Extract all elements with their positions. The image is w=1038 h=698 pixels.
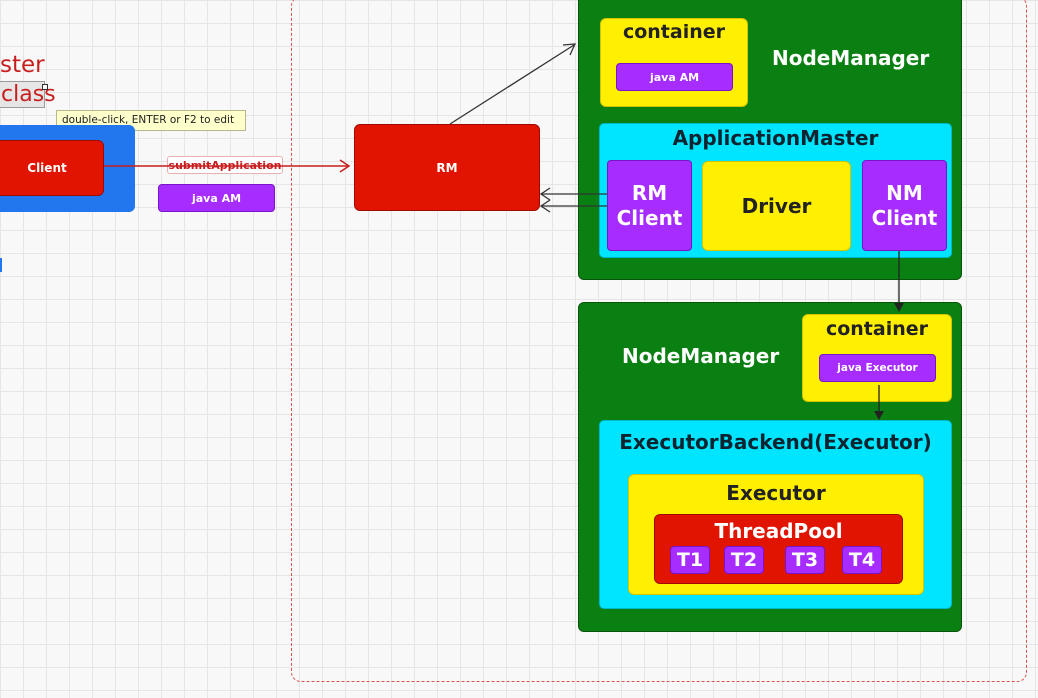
- nodemanager-1-title: NodeManager: [772, 46, 930, 70]
- executor-backend-title: ExecutorBackend(Executor): [619, 430, 932, 454]
- master-title-fragment: ster: [0, 52, 45, 78]
- nodemanager-2-title: NodeManager: [622, 344, 780, 368]
- nm-client-box[interactable]: NM Client: [862, 160, 947, 251]
- nm1-java-am[interactable]: java AM: [616, 63, 733, 91]
- application-master-title: ApplicationMaster: [672, 126, 879, 150]
- thread-t3[interactable]: T3: [785, 546, 825, 574]
- blue-fragment: [0, 258, 2, 272]
- client-box[interactable]: Client: [0, 140, 104, 196]
- nm2-java-executor[interactable]: java Executor: [819, 354, 936, 382]
- rm-client-box[interactable]: RM Client: [607, 160, 692, 251]
- thread-t2[interactable]: T2: [724, 546, 764, 574]
- cluster-boundary: [291, 0, 1027, 682]
- class-label-box[interactable]: class: [0, 81, 56, 108]
- threadpool-title: ThreadPool: [714, 519, 843, 543]
- nm1-container[interactable]: [600, 18, 748, 107]
- edit-tooltip-text: double-click, ENTER or F2 to edit: [62, 114, 235, 126]
- nm2-container-title: container: [825, 318, 929, 340]
- rm-box[interactable]: RM: [354, 124, 540, 211]
- driver-box[interactable]: Driver: [702, 161, 851, 251]
- resize-handle[interactable]: [42, 84, 48, 90]
- thread-t4[interactable]: T4: [842, 546, 882, 574]
- thread-t1[interactable]: T1: [670, 546, 710, 574]
- nm1-container-title: container: [622, 21, 726, 43]
- java-am-left[interactable]: java AM: [158, 184, 275, 212]
- submit-application-label: submitApplication: [167, 156, 283, 174]
- client-label: Client: [27, 161, 67, 175]
- executor-title: Executor: [726, 481, 826, 505]
- rm-label: RM: [436, 160, 458, 175]
